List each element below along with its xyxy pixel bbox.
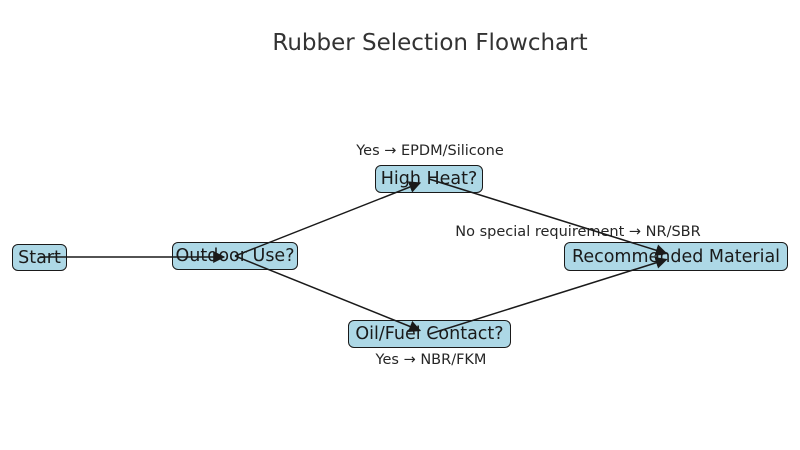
node-start: Start [12,244,67,271]
edge-label-yes-epdm-silicone: Yes → EPDM/Silicone [356,143,504,159]
node-oil-fuel-contact-label: Oil/Fuel Contact? [355,324,504,344]
edge-label-no-special-requirement-nr-sbr: No special requirement → NR/SBR [455,224,701,240]
node-start-label: Start [18,247,61,268]
node-outdoor-use: Outdoor Use? [172,242,298,270]
node-recommended-material-label: Recommended Material [571,246,781,267]
page-title: Rubber Selection Flowchart [272,30,588,56]
node-high-heat: High Heat? [375,165,483,193]
node-oil-fuel-contact: Oil/Fuel Contact? [348,320,511,348]
node-high-heat-label: High Heat? [380,169,478,189]
node-outdoor-use-label: Outdoor Use? [175,246,295,266]
edge-label-yes-nbr-fkm: Yes → NBR/FKM [375,352,487,368]
node-recommended-material: Recommended Material [564,242,788,271]
